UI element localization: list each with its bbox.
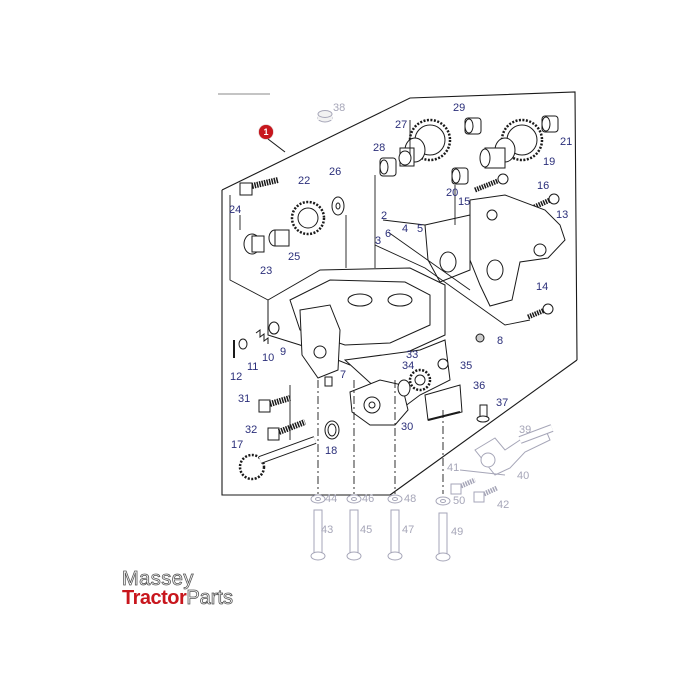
part-label-2[interactable]: 2 [381, 210, 388, 222]
part-label-17[interactable]: 17 [231, 439, 244, 451]
part-label-41[interactable]: 41 [447, 462, 460, 474]
part-label-43[interactable]: 43 [321, 524, 334, 536]
part-label-28[interactable]: 28 [373, 142, 386, 154]
part-label-18[interactable]: 18 [325, 445, 338, 457]
part-label-29[interactable]: 29 [453, 102, 466, 114]
part-label-4[interactable]: 4 [402, 223, 409, 235]
part-label-34[interactable]: 34 [402, 360, 415, 372]
part-label-15[interactable]: 15 [458, 196, 471, 208]
part-label-3[interactable]: 3 [375, 235, 382, 247]
part-label-42[interactable]: 42 [497, 499, 510, 511]
part-label-37[interactable]: 37 [496, 397, 509, 409]
part-label-27[interactable]: 27 [395, 119, 408, 131]
part-label-7[interactable]: 7 [340, 369, 347, 381]
part-label-21[interactable]: 21 [560, 136, 573, 148]
part-label-44[interactable]: 44 [325, 493, 338, 505]
part-label-26[interactable]: 26 [329, 166, 342, 178]
part-label-46[interactable]: 46 [362, 493, 375, 505]
part-label-48[interactable]: 48 [404, 493, 417, 505]
part-label-10[interactable]: 10 [262, 352, 275, 364]
part-label-8[interactable]: 8 [497, 335, 504, 347]
part-label-32[interactable]: 32 [245, 424, 258, 436]
part-label-50[interactable]: 50 [453, 495, 466, 507]
part-label-24[interactable]: 24 [229, 204, 242, 216]
part-label-36[interactable]: 36 [473, 380, 486, 392]
part-label-19[interactable]: 19 [543, 156, 556, 168]
part-label-35[interactable]: 35 [460, 360, 473, 372]
part-label-20[interactable]: 20 [446, 187, 459, 199]
part-label-22[interactable]: 22 [298, 175, 311, 187]
assembly-callout[interactable]: 1 [259, 125, 273, 139]
brand-logo: Massey TractorParts [122, 568, 234, 609]
part-label-23[interactable]: 23 [260, 265, 273, 277]
part-label-25[interactable]: 25 [288, 251, 301, 263]
part-label-14[interactable]: 14 [536, 281, 549, 293]
part-label-6[interactable]: 6 [385, 228, 392, 240]
part-label-40[interactable]: 40 [517, 470, 530, 482]
part-label-16[interactable]: 16 [537, 180, 550, 192]
part-label-9[interactable]: 9 [280, 346, 287, 358]
part-label-33[interactable]: 33 [406, 349, 419, 361]
part-label-5[interactable]: 5 [417, 223, 424, 235]
part-label-39[interactable]: 39 [519, 424, 532, 436]
part-label-13[interactable]: 13 [556, 209, 569, 221]
logo-parts: Parts [186, 587, 233, 609]
part-label-12[interactable]: 12 [230, 371, 243, 383]
part-label-49[interactable]: 49 [451, 526, 464, 538]
logo-tractor: Tractor [122, 587, 187, 609]
part-label-31[interactable]: 31 [238, 393, 251, 405]
part-label-11[interactable]: 11 [247, 361, 259, 373]
part-label-30[interactable]: 30 [401, 421, 414, 433]
logo-line-tractorparts: TractorParts [122, 587, 233, 609]
part-label-47[interactable]: 47 [402, 524, 415, 536]
part-label-45[interactable]: 45 [360, 524, 373, 536]
part-label-38[interactable]: 38 [333, 102, 346, 114]
logo-line-massey: Massey [122, 568, 194, 590]
